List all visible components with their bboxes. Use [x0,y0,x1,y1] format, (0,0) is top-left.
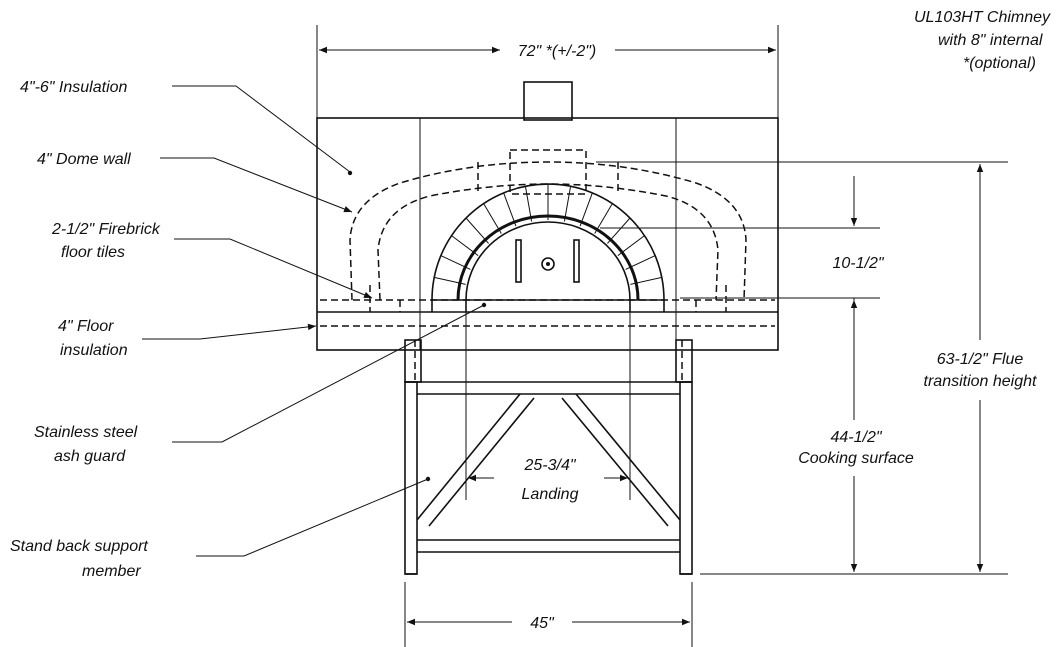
callout-ash-guard-line1: Stainless steel [34,424,138,441]
callout-ash-guard: Stainless steel ash guard [34,302,487,465]
chimney-note-line3: *(optional) [963,55,1036,72]
callout-insulation-label: 4"-6" Insulation [20,79,128,96]
width-45-label: 45" [530,615,555,632]
arch-brick-joint [563,186,572,222]
landing-label-line1: 25-3/4" [523,457,576,474]
callout-floor-insulation-line2: insulation [60,342,128,359]
callout-floor-insulation: 4" Floor insulation [58,318,317,359]
width-72-dimension: 72" *(+/-2") [316,25,779,118]
callout-dome-wall-label: 4" Dome wall [37,151,131,168]
arch-brick-joint [617,235,645,257]
callout-dome-wall: 4" Dome wall [37,151,353,213]
opening-height-label: 10-1/2" [832,255,884,272]
arch-brick-joint [434,276,466,285]
callout-ash-guard-line2: ash guard [54,448,126,465]
cooking-height-line2: Cooking surface [798,450,914,467]
arch-brick-joint [465,217,489,244]
arch-brick-joint [524,186,533,222]
height-dimensions: 10-1/2" 44-1/2" Cooking surface 63-1/2" … [596,161,1038,575]
callout-floor-insulation-line1: 4" Floor [58,318,114,335]
callout-firebrick-line2: floor tiles [61,244,125,261]
arch-brick-joint [451,235,479,257]
oven-stand [404,339,693,575]
chimney-note-line2: with 8" internal [938,32,1043,49]
callout-firebrick: 2-1/2" Firebrick floor tiles [51,221,373,299]
callout-insulation: 4"-6" Insulation [20,79,353,176]
arch-brick-joint [594,203,613,234]
flue-height-line1: 63-1/2" Flue [937,351,1024,368]
oven-opening [431,183,665,312]
callout-back-support-line2: member [82,563,141,580]
callout-firebrick-line1: 2-1/2" Firebrick [51,221,161,238]
landing-dimension: 25-3/4" Landing [465,300,631,503]
arch-brick-joint [607,217,631,244]
arch-brick-joint [625,255,656,270]
chimney-note-line1: UL103HT Chimney [914,9,1051,26]
landing-label-line2: Landing [522,486,579,503]
arch-brick-joint [440,255,471,270]
flue-height-line2: transition height [924,373,1038,390]
width-45-dimension: 45" [404,582,693,647]
callout-back-support-line1: Stand back support [10,538,148,555]
arch-brick-joint [503,192,517,227]
width-72-label: 72" *(+/-2") [518,43,597,60]
callout-back-support: Stand back support member [10,476,431,580]
chimney-note: UL103HT Chimney with 8" internal *(optio… [914,9,1051,72]
arch-brick-joint [483,203,502,234]
arch-brick-joint [630,276,662,285]
arch-bricks [434,184,662,285]
arch-brick-joint [579,192,593,227]
cooking-height-line1: 44-1/2" [830,429,882,446]
